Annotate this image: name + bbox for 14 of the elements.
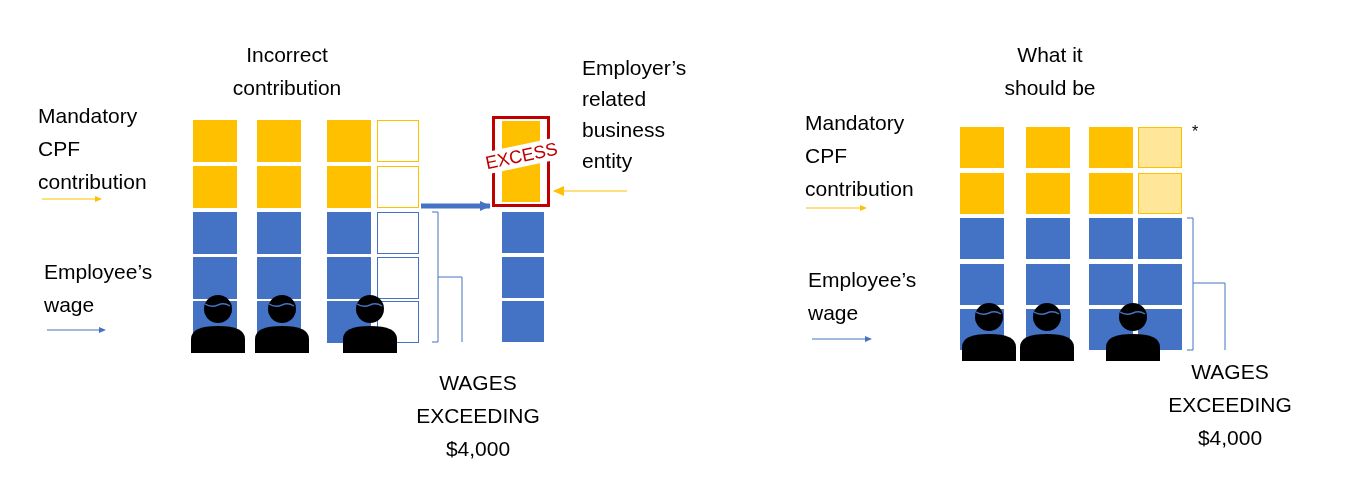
text-label: WAGES EXCEEDING $4,000 xyxy=(415,370,541,462)
arrow xyxy=(553,186,628,196)
text-label: Employee’s wage xyxy=(44,259,154,318)
entity-label: Employer’s related business entity xyxy=(582,55,688,174)
footnote-mark: * xyxy=(1192,122,1200,142)
arrow xyxy=(421,201,491,211)
text-label: What it should be xyxy=(1003,42,1097,101)
empty-block-column xyxy=(377,120,419,342)
excess-stamp: EXCESS xyxy=(483,137,559,175)
text-label: Mandatory CPF contribution xyxy=(38,103,148,195)
text-label: Mandatory CPF contribution xyxy=(805,110,915,202)
text-label: WAGES EXCEEDING $4,000 xyxy=(1167,359,1293,451)
text-label: Employee’s wage xyxy=(808,267,918,326)
text-label: Incorrect contribution xyxy=(231,42,343,101)
